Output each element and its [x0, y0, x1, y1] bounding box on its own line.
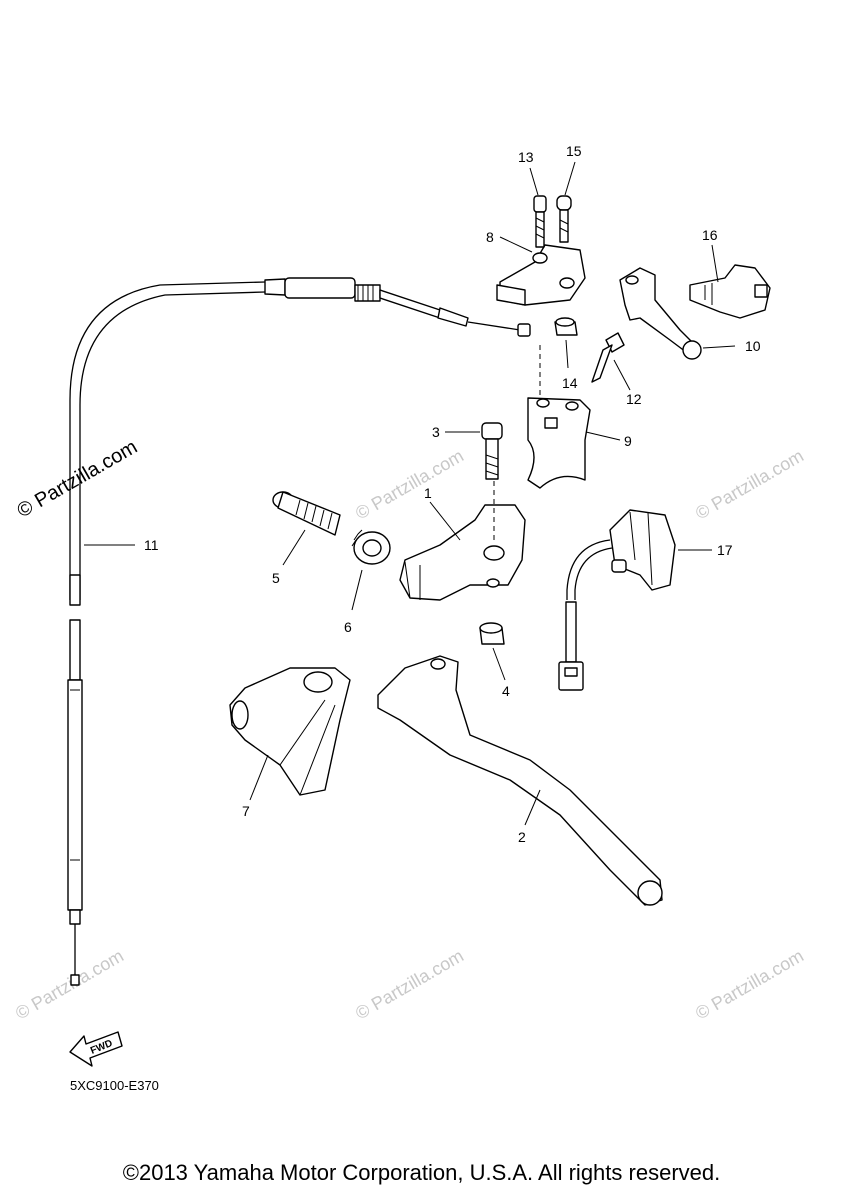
callout-17: 17 — [717, 542, 733, 558]
callout-8: 8 — [486, 229, 494, 245]
callout-15: 15 — [566, 143, 582, 159]
callout-5: 5 — [272, 570, 280, 586]
callout-14: 14 — [562, 375, 578, 391]
callout-13: 13 — [518, 149, 534, 165]
part-hot-start-lever: 10 — [619, 267, 761, 360]
callout-12: 12 — [626, 391, 642, 407]
callout-11: 11 — [144, 537, 159, 553]
watermark: © Partzilla.com — [12, 945, 127, 1023]
copyright-notice: ©2013 Yamaha Motor Corporation, U.S.A. A… — [122, 1160, 721, 1185]
watermark-main: © Partzilla.com — [14, 436, 142, 522]
callout-16: 16 — [702, 227, 718, 243]
part-nut-4: 4 — [479, 622, 510, 699]
part-bolt-3: 3 — [432, 422, 503, 480]
part-adjuster-5: 5 — [272, 491, 341, 586]
part-locknut-6: 6 — [344, 529, 391, 635]
part-lever-2: 2 — [377, 655, 663, 906]
watermark: © Partzilla.com — [692, 945, 807, 1023]
part-clamp-9: 9 — [527, 345, 632, 489]
part-switch-17: 17 — [558, 509, 733, 691]
part-nut-14: 14 — [554, 317, 578, 391]
diagram-code: 5XC9100-E370 — [70, 1078, 159, 1093]
part-bolts-top: 13 15 — [518, 143, 582, 248]
part-16: 16 — [689, 227, 771, 319]
part-lever-holder: 8 — [486, 229, 586, 306]
watermark: © Partzilla.com — [352, 945, 467, 1023]
callout-4: 4 — [502, 683, 510, 699]
callout-10: 10 — [745, 338, 761, 354]
part-bolt-12: 12 — [591, 332, 642, 407]
fwd-arrow-icon: FWD — [69, 1031, 123, 1067]
callout-7: 7 — [242, 803, 250, 819]
callout-1: 1 — [424, 485, 432, 501]
callout-2: 2 — [518, 829, 526, 845]
callout-6: 6 — [344, 619, 352, 635]
watermark: © Partzilla.com — [352, 445, 467, 523]
callout-9: 9 — [624, 433, 632, 449]
part-holder-1: 1 — [399, 480, 526, 601]
callout-3: 3 — [432, 424, 440, 440]
watermark: © Partzilla.com — [692, 445, 807, 523]
watermarks: © Partzilla.com © Partzilla.com © Partzi… — [12, 445, 807, 1023]
clutch-cable: 11 — [67, 277, 531, 986]
part-cover-7: 7 — [229, 667, 351, 819]
